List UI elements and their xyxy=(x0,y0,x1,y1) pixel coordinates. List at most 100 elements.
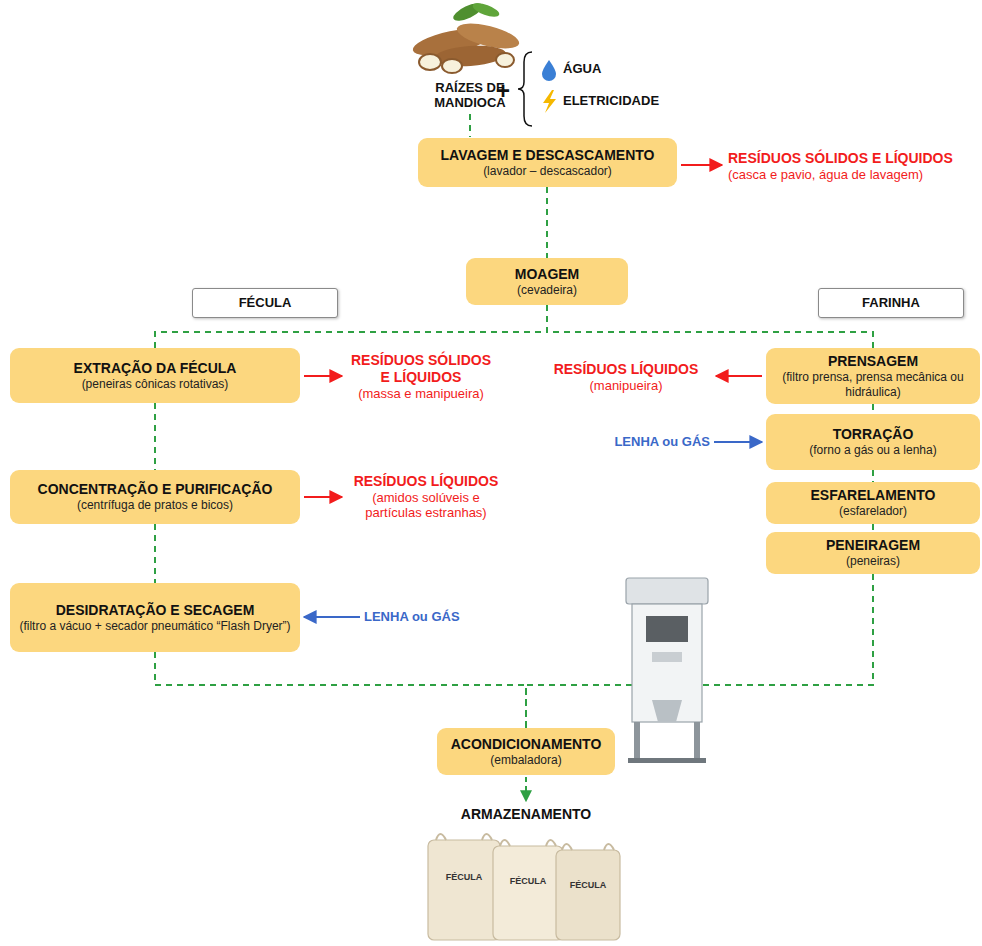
cassava-illustration xyxy=(411,0,522,73)
flow-connector xyxy=(155,652,526,728)
residue-title: RESÍDUOS SÓLIDOS E LÍQUIDOS xyxy=(345,352,497,386)
brace xyxy=(518,52,532,126)
machine-spout xyxy=(652,700,682,722)
output-label: ARMAZENAMENTO xyxy=(426,806,626,823)
bag-label: FÉCULA xyxy=(434,872,494,883)
bag-loop xyxy=(500,840,556,846)
residue-arrow xyxy=(681,164,722,166)
residue-arrow xyxy=(716,375,762,377)
flow-connector xyxy=(872,524,874,532)
label-group: ARMAZENAMENTO xyxy=(426,806,626,823)
residue-arrow xyxy=(304,496,342,498)
water-icon xyxy=(542,60,556,81)
machine-base xyxy=(628,758,706,763)
residue-title: RESÍDUOS LÍQUIDOS xyxy=(540,361,712,378)
process-box: DESIDRATAÇÃO E SECAGEM(filtro a vácuo + … xyxy=(10,583,300,652)
bag xyxy=(428,840,500,940)
electricity-icon xyxy=(543,90,556,113)
machine-panel xyxy=(646,616,688,642)
bag-loop xyxy=(562,844,614,850)
machine-top xyxy=(626,578,708,604)
flow-connector xyxy=(154,524,156,583)
step-title: ESFARELAMENTO xyxy=(811,487,936,504)
step-detail: (peneiras cônicas rotativas) xyxy=(82,377,229,392)
label-group: RESÍDUOS SÓLIDOS E LÍQUIDOS(massa e mani… xyxy=(345,352,497,401)
process-box: ESFARELAMENTO(esfarelador) xyxy=(766,482,980,524)
fuel-label: LENHA ou GÁS xyxy=(596,434,710,450)
step-detail: (peneiras) xyxy=(846,554,900,569)
fuel-label: LENHA ou GÁS xyxy=(364,609,478,625)
step-title: PRENSAGEM xyxy=(828,353,918,370)
step-detail: (cevadeira) xyxy=(517,283,577,298)
process-box: CONCENTRAÇÃO E PURIFICAÇÃO(centrífuga de… xyxy=(10,470,300,524)
step-title: PENEIRAGEM xyxy=(826,537,920,554)
residue-detail: (amidos solúveis e partículas estranhas) xyxy=(345,490,507,520)
residue-detail: (manipueira) xyxy=(540,378,712,393)
packaging-machine xyxy=(626,578,708,763)
step-title: DESIDRATAÇÃO E SECAGEM xyxy=(56,602,255,619)
flow-connector xyxy=(154,403,156,470)
step-title: FARINHA xyxy=(862,295,920,311)
process-box: PENEIRAGEM(peneiras) xyxy=(766,532,980,574)
label-group: RESÍDUOS SÓLIDOS E LÍQUIDOS(casca e pavi… xyxy=(728,150,980,182)
flow-connector xyxy=(546,187,548,258)
label-group: LENHA ou GÁS xyxy=(364,609,478,625)
root-cut xyxy=(419,54,441,70)
step-title: LAVAGEM E DESCASCAMENTO xyxy=(441,147,655,164)
step-title: TORRAÇÃO xyxy=(833,426,914,443)
step-detail: (esfarelador) xyxy=(839,504,907,519)
bag xyxy=(556,850,620,940)
residue-detail: (massa e manipueira) xyxy=(345,386,497,401)
label-group: RESÍDUOS LÍQUIDOS(manipueira) xyxy=(540,361,712,393)
root-cut xyxy=(496,53,514,67)
flow-connector xyxy=(872,470,874,482)
bag-label: FÉCULA xyxy=(558,880,618,891)
process-box: PRENSAGEM(filtro prensa, prensa mecânica… xyxy=(766,348,980,404)
storage-arrow xyxy=(525,777,527,801)
label-group: LENHA ou GÁS xyxy=(596,434,710,450)
label-group: FÉCULA xyxy=(558,880,618,891)
process-box: ACONDICIONAMENTO(embaladora) xyxy=(437,728,615,775)
bag-loop xyxy=(436,834,492,840)
machine-body xyxy=(632,604,702,722)
fuel-arrow xyxy=(714,441,762,443)
residue-title: RESÍDUOS SÓLIDOS E LÍQUIDOS xyxy=(728,150,980,167)
step-title: EXTRAÇÃO DA FÉCULA xyxy=(74,360,237,377)
process-box: TORRAÇÃO(forno a gás ou a lenha) xyxy=(766,414,980,470)
process-box: MOAGEM(cevadeira) xyxy=(466,258,628,305)
flow-line xyxy=(469,114,471,137)
machine-leg xyxy=(634,722,640,762)
step-title: ACONDICIONAMENTO xyxy=(451,736,602,753)
leaf xyxy=(471,1,501,20)
step-detail: (filtro a vácuo + secador pneumático “Fl… xyxy=(19,619,290,634)
big-bags xyxy=(428,834,620,940)
input-label: ÁGUA xyxy=(563,61,653,76)
step-title: MOAGEM xyxy=(515,266,580,283)
input-label: ELETRICIDADE xyxy=(563,93,693,108)
process-box: LAVAGEM E DESCASCAMENTO(lavador – descas… xyxy=(418,138,677,187)
step-title: CONCENTRAÇÃO E PURIFICAÇÃO xyxy=(38,481,273,498)
machine-label xyxy=(652,652,682,662)
plus-sign: + xyxy=(490,78,516,104)
label-group: FÉCULA xyxy=(498,876,558,887)
label-group: RESÍDUOS LÍQUIDOS(amidos solúveis e part… xyxy=(345,473,507,520)
fuel-arrow xyxy=(304,616,360,618)
machine-leg xyxy=(694,722,700,762)
residue-title: RESÍDUOS LÍQUIDOS xyxy=(345,473,507,490)
bag xyxy=(493,846,563,940)
step-detail: (lavador – descascador) xyxy=(483,164,612,179)
branch-box: FARINHA xyxy=(818,288,964,318)
step-detail: (forno a gás ou a lenha) xyxy=(809,443,936,458)
step-detail: (centrífuga de pratos e bicos) xyxy=(77,498,233,513)
step-detail: (embaladora) xyxy=(490,753,561,768)
label-group: + xyxy=(490,78,516,104)
flow-connector xyxy=(526,574,873,728)
step-title: FÉCULA xyxy=(239,295,292,311)
bag-label: FÉCULA xyxy=(498,876,558,887)
label-group: FÉCULA xyxy=(434,872,494,883)
root-cut xyxy=(442,59,462,73)
residue-arrow xyxy=(304,375,342,377)
flow-connector xyxy=(872,404,874,414)
residue-detail: (casca e pavio, água de lavagem) xyxy=(728,167,980,182)
label-group: ELETRICIDADE xyxy=(563,93,693,108)
